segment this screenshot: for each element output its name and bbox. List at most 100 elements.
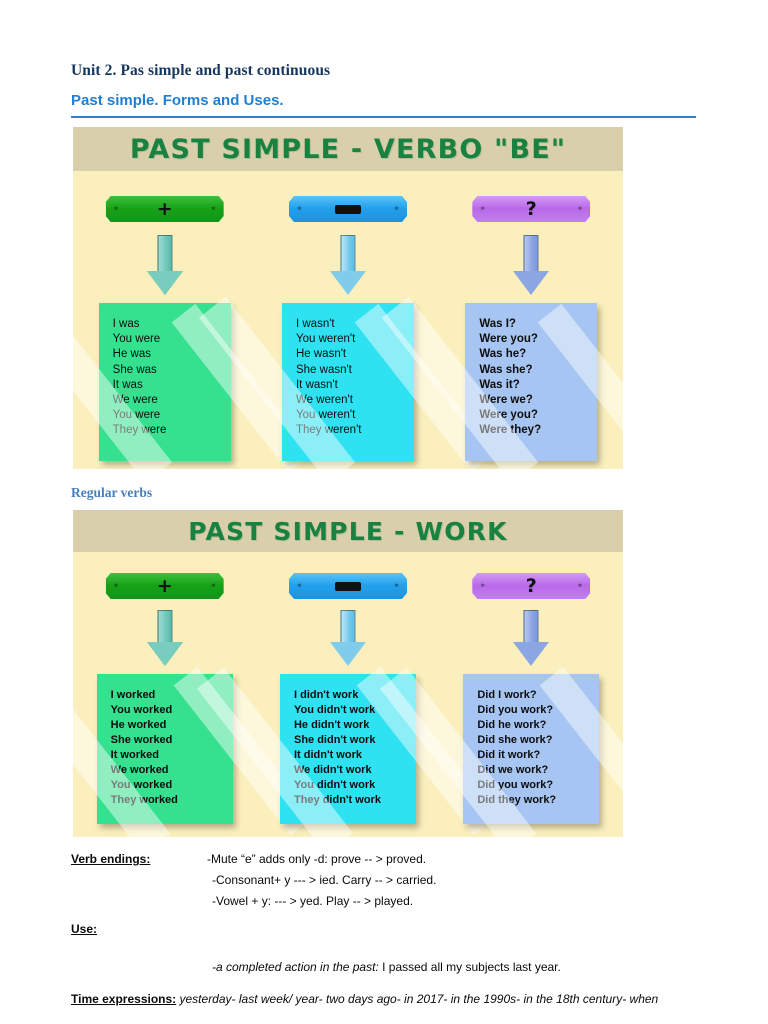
conjugation-list: Was I? Were you? Was he? Was she? Was it…	[479, 317, 587, 439]
list-item: Were we?	[479, 394, 533, 407]
arrow-head	[329, 271, 366, 295]
arrow-down-icon	[508, 610, 554, 666]
list-item: I wasn't	[295, 318, 335, 330]
list-item: I didn't work	[293, 689, 359, 701]
star-icon: ✶	[112, 204, 120, 213]
note-card-affirmative: I was You were He was She was It was We …	[73, 296, 312, 469]
list-item: Was I?	[479, 318, 516, 330]
list-item: They were	[112, 424, 167, 437]
list-item: She wasn't	[295, 363, 352, 376]
note-card-negative: I wasn't You weren't He wasn't She wasn'…	[198, 296, 496, 469]
list-item: She was	[112, 363, 157, 376]
arrow-shaft	[523, 610, 539, 644]
star-icon: ✶	[209, 581, 217, 590]
list-item: Was he?	[479, 348, 527, 361]
star-icon: ✶	[393, 204, 400, 213]
arrow-down-icon	[325, 235, 371, 295]
arrow-head	[146, 271, 183, 295]
horizontal-rule	[71, 116, 696, 118]
poster-be-column-negative: ✶ ✶ I wasn't You weren't He wasn't She w	[198, 171, 496, 469]
poster-be-columns: ✶ + ✶ I was You were He was She was	[73, 171, 623, 469]
arrow-head	[513, 271, 550, 295]
list-item: Did I work?	[477, 689, 537, 701]
unit-title: Unit 2. Pas simple and past continuous	[71, 62, 331, 79]
star-icon: ✶	[479, 581, 487, 590]
section-title: Past simple. Forms and Uses.	[71, 92, 284, 109]
verb-endings-row: Verb endings: -Mute “e” adds only -d: pr…	[71, 850, 697, 868]
list-item: It wasn't	[295, 378, 338, 391]
list-item: We didn't work	[293, 764, 372, 776]
list-item: Did it work?	[477, 749, 541, 761]
verb-endings-row-3: -Vowel + y: --- > yed. Play -- > played.	[71, 892, 697, 910]
conjugation-list: I was You were He was She was It was We …	[113, 317, 221, 439]
poster-be-banner: PAST SIMPLE - VERBO "BE"	[73, 127, 623, 171]
plaque-affirmative: ✶ + ✶	[106, 196, 224, 222]
list-item: You were	[112, 333, 161, 346]
poster-past-simple-be: PAST SIMPLE - VERBO "BE" ✶ + ✶ I was	[73, 127, 623, 469]
arrow-down-icon	[325, 610, 371, 666]
arrow-down-icon	[142, 235, 188, 295]
poster-work-column-negative: ✶ ✶ I didn't work You didn't work He did…	[196, 552, 498, 837]
list-item: They didn't work	[293, 794, 381, 806]
star-icon: ✶	[209, 204, 217, 213]
star-icon: ✶	[295, 581, 303, 590]
poster-be-column-affirmative: ✶ + ✶ I was You were He was She was	[73, 171, 312, 469]
use-label: Use:	[71, 922, 98, 936]
plaque-negative: ✶ ✶	[289, 196, 407, 222]
list-item: Did we work?	[477, 764, 549, 776]
list-item: You weren't	[295, 333, 356, 346]
list-item: You didn't work	[293, 779, 376, 791]
list-item: Were you?	[479, 409, 538, 422]
list-item: Did you work?	[477, 704, 554, 716]
plaque-affirmative: ✶ + ✶	[106, 573, 224, 599]
arrow-shaft	[523, 235, 539, 273]
verb-endings-line-2: -Consonant+ y --- > ied. Carry -- > carr…	[212, 873, 437, 887]
plus-icon: +	[156, 197, 173, 220]
list-item: Were you?	[479, 333, 538, 346]
question-mark-icon: ?	[525, 197, 537, 220]
list-item: He worked	[110, 719, 167, 731]
use-example: -a completed action in the past: I passe…	[212, 958, 697, 976]
list-item: She didn't work	[293, 734, 376, 746]
poster-work-banner-title: PAST SIMPLE - WORK	[188, 516, 508, 546]
arrow-head	[146, 642, 183, 666]
list-item: We worked	[110, 764, 169, 776]
star-icon: ✶	[295, 204, 303, 213]
plaque-interrogative: ✶ ? ✶	[472, 196, 590, 222]
arrow-shaft	[340, 610, 356, 644]
list-item: He was	[112, 348, 152, 361]
note-card-interrogative: Was I? Were you? Was he? Was she? Was it…	[382, 296, 623, 469]
list-item: Were they?	[479, 424, 542, 437]
minus-icon	[335, 205, 361, 214]
star-icon: ✶	[576, 204, 584, 213]
poster-work-column-affirmative: ✶ + ✶ I worked You worked He worked She …	[73, 552, 314, 837]
arrow-shaft	[340, 235, 356, 273]
arrow-head	[329, 642, 366, 666]
list-item: Was it?	[479, 378, 520, 391]
list-item: I was	[112, 318, 140, 330]
list-item: You weren't	[295, 409, 356, 422]
list-item: She worked	[110, 734, 173, 746]
use-example-rest: I passed all my subjects last year.	[378, 960, 561, 974]
use-example-row: -a completed action in the past: I passe…	[71, 958, 697, 976]
time-expressions-row: Time expressions: yesterday- last week/ …	[71, 990, 697, 1008]
arrow-down-icon	[508, 235, 554, 295]
use-row: Use:	[71, 920, 697, 938]
star-icon: ✶	[479, 204, 487, 213]
plus-icon: +	[156, 574, 173, 597]
note-card-affirmative: I worked You worked He worked She worked…	[73, 666, 314, 837]
list-item: We were	[112, 394, 158, 407]
list-item: It didn't work	[293, 749, 362, 761]
question-mark-icon: ?	[525, 574, 537, 597]
list-item: We weren't	[295, 394, 353, 407]
list-item: Did he work?	[477, 719, 547, 731]
minus-icon	[335, 582, 361, 591]
plaque-interrogative: ✶ ? ✶	[472, 573, 590, 599]
list-item: Did you work?	[477, 779, 554, 791]
plaque-negative: ✶ ✶	[289, 573, 407, 599]
time-expressions-text: yesterday- last week/ year- two days ago…	[176, 992, 659, 1006]
list-item: Was she?	[479, 363, 533, 376]
verb-endings-label: Verb endings:	[71, 852, 151, 866]
list-item: They weren't	[295, 424, 362, 437]
note-card-negative: I didn't work You didn't work He didn't …	[196, 666, 498, 837]
